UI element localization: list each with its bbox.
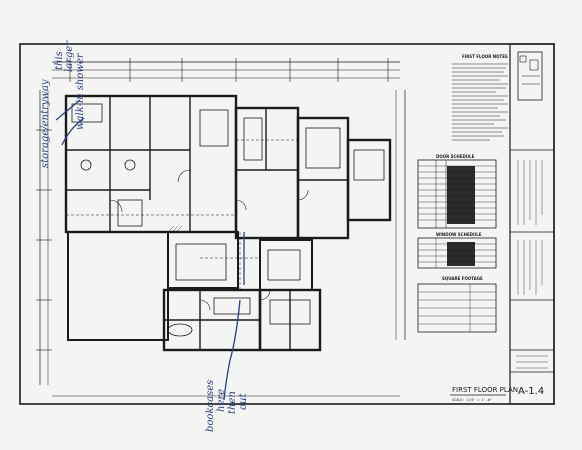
svg-text:FIRST FLOOR PLAN: FIRST FLOOR PLAN bbox=[452, 386, 518, 394]
handwritten-note-out: out bbox=[238, 393, 249, 410]
square-footage-table: SQUARE FOOTAGE bbox=[417, 276, 497, 333]
handwritten-note-this: this bbox=[54, 51, 65, 70]
svg-text:SQUARE FOOTAGE: SQUARE FOOTAGE bbox=[442, 276, 483, 281]
handwritten-note-larger: larger bbox=[64, 40, 75, 72]
pen-markup-on-plan bbox=[55, 99, 245, 401]
svg-text:WINDOW SCHEDULE: WINDOW SCHEDULE bbox=[436, 232, 482, 237]
svg-text:FIRST FLOOR NOTES: FIRST FLOOR NOTES bbox=[462, 54, 508, 59]
first-floor-notes: FIRST FLOOR NOTES bbox=[452, 51, 543, 141]
handwritten-note-shower: walk-in shower bbox=[75, 52, 86, 130]
handwritten-note-entryway: storage/entryway bbox=[40, 79, 51, 168]
drawing-title: FIRST FLOOR PLAN SCALE: 1/4" = 1'-0" bbox=[450, 386, 518, 402]
title-block bbox=[509, 43, 555, 405]
handwritten-note-here: here bbox=[216, 389, 227, 412]
handwritten-note-then: then bbox=[227, 391, 238, 414]
sheet-number: A-1.4 bbox=[518, 386, 544, 397]
svg-text:SCALE: 1/4" = 1'-0": SCALE: 1/4" = 1'-0" bbox=[452, 398, 492, 402]
floor-plan-drawing bbox=[36, 58, 406, 397]
window-schedule: WINDOW SCHEDULE bbox=[417, 232, 497, 269]
handwritten-note-bookcases: bookcases bbox=[205, 380, 216, 432]
door-schedule: DOOR SCHEDULE bbox=[417, 154, 497, 229]
svg-text:DOOR SCHEDULE: DOOR SCHEDULE bbox=[436, 154, 475, 159]
